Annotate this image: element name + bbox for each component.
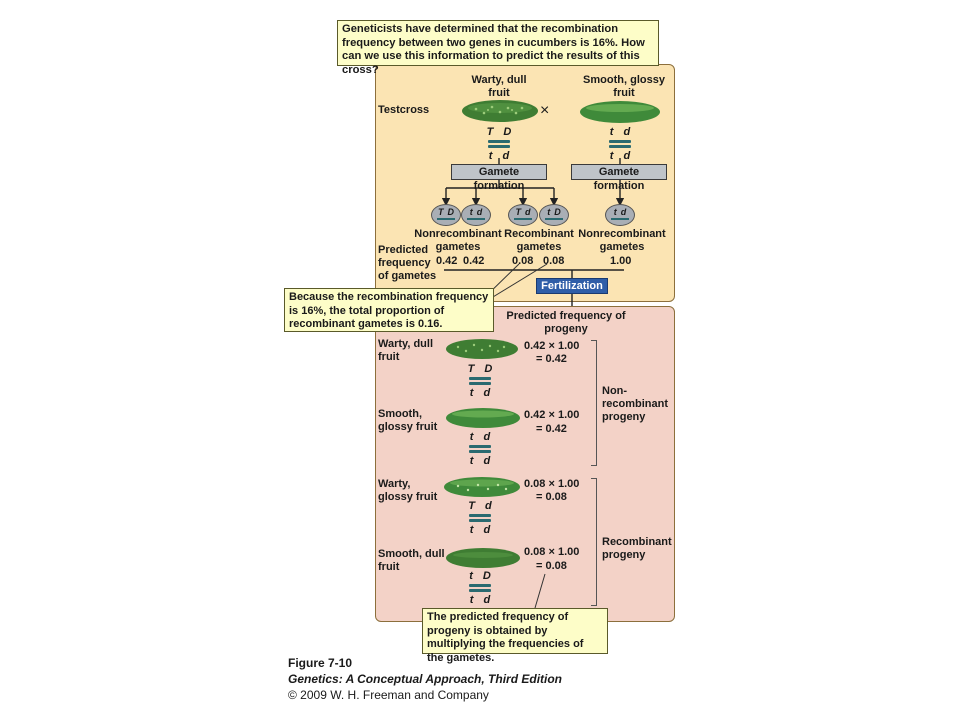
gamete-freq-3: 0.08 xyxy=(512,255,534,267)
nonrecombinant-gametes-right: Nonrecombinant gametes xyxy=(578,228,666,253)
progeny-result-1: = 0.42 xyxy=(536,353,567,365)
progeny-calc-4: 0.08 × 1.00 xyxy=(524,546,580,558)
figure-number: Figure 7-10 xyxy=(288,656,353,670)
warty-cucumber-icon xyxy=(462,100,538,122)
predicted-gametes-label: Predicted frequency of gametes xyxy=(378,244,437,282)
warty-glossy-cucumber-icon xyxy=(444,477,520,497)
progeny-calc-3: 0.08 × 1.00 xyxy=(524,478,580,490)
warty-dull-cucumber-icon xyxy=(446,339,518,359)
smooth-glossy-cucumber-icon xyxy=(446,408,520,428)
progeny-panel xyxy=(375,306,675,622)
smooth-cucumber-icon xyxy=(580,101,660,123)
progeny-header: Predicted frequency of progeny xyxy=(506,310,626,335)
progeny-note: The predicted frequency of progeny is ob… xyxy=(422,608,608,664)
gamete-formation-left: Gamete formation xyxy=(451,164,547,192)
question-callout: Geneticists have determined that the rec… xyxy=(337,20,659,76)
testcross-label: Testcross xyxy=(378,104,430,116)
parent-left-label: Warty, dull fruit xyxy=(471,74,527,99)
progeny-calc-2: 0.42 × 1.00 xyxy=(524,409,580,421)
nonrecombinant-gametes-left: Nonrecombinant gametes xyxy=(414,228,502,253)
recombinant-progeny-label: Recombinant progeny xyxy=(602,536,672,561)
nonrecombinant-progeny-label: Non-recombinant progeny xyxy=(602,385,669,423)
gamete-freq-2: 0.42 xyxy=(463,255,485,267)
progeny-label-warty-dull: Warty, dull fruit xyxy=(378,338,433,363)
progeny-result-3: = 0.08 xyxy=(536,491,567,503)
recombination-note: Because the recombination frequency is 1… xyxy=(284,288,494,332)
gamete-freq-5: 1.00 xyxy=(610,255,632,267)
gamete-freq-1: 0.42 xyxy=(436,255,458,267)
progeny-calc-1: 0.42 × 1.00 xyxy=(524,340,580,352)
progeny-result-2: = 0.42 xyxy=(536,423,567,435)
gamete-formation-right: Gamete formation xyxy=(571,164,667,192)
nonrecombinant-brace xyxy=(591,340,597,466)
gamete-freq-4: 0.08 xyxy=(543,255,565,267)
parent-right-label: Smooth, glossy fruit xyxy=(583,74,665,99)
recombinant-gametes: Recombinant gametes xyxy=(504,228,574,253)
smooth-dull-cucumber-icon xyxy=(446,548,520,568)
copyright: © 2009 W. H. Freeman and Company xyxy=(288,688,489,702)
progeny-label-warty-glossy: Warty, glossy fruit xyxy=(378,478,438,503)
book-title: Genetics: A Conceptual Approach, Third E… xyxy=(288,672,563,686)
progeny-result-4: = 0.08 xyxy=(536,560,567,572)
progeny-label-smooth-glossy: Smooth, glossy fruit xyxy=(378,408,438,433)
cross-symbol: × xyxy=(540,102,550,119)
progeny-label-smooth-dull: Smooth, dull fruit xyxy=(378,548,445,573)
fertilization-box: Fertilization xyxy=(536,278,608,294)
recombinant-brace xyxy=(591,478,597,606)
